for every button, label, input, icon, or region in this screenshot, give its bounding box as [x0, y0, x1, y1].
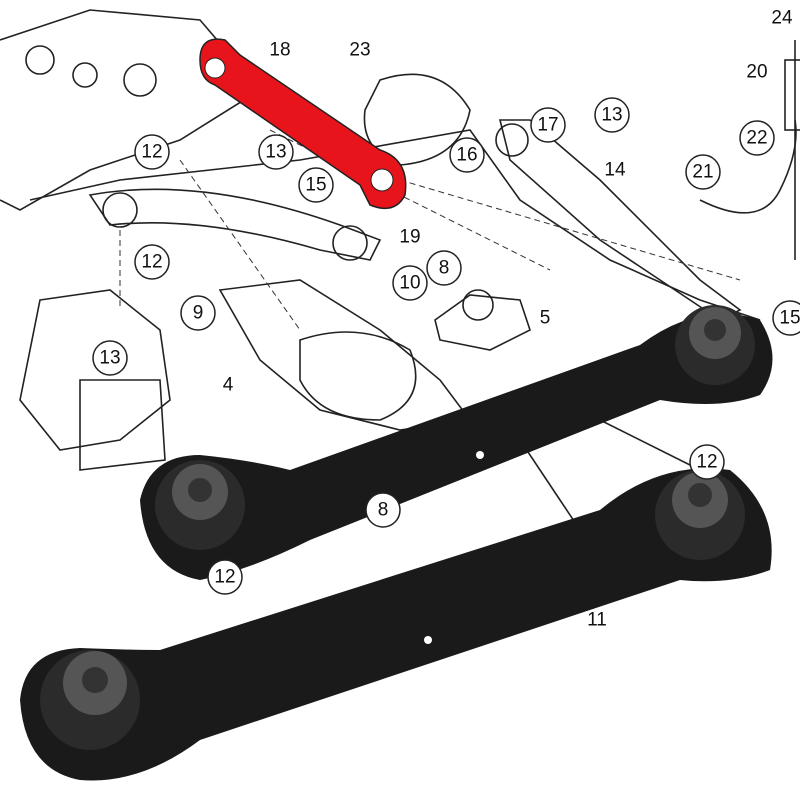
callout-15: 15	[772, 300, 800, 336]
highlighted-control-arm	[199, 38, 407, 210]
control-arm-photo-upper	[140, 305, 773, 580]
callout-15: 15	[298, 167, 334, 203]
callout-4: 4	[223, 375, 234, 396]
callout-24: 24	[771, 8, 793, 29]
callout-number: 13	[99, 348, 120, 369]
callout-number: 21	[692, 162, 713, 183]
callout-number: 12	[141, 252, 162, 273]
callout-circle	[739, 120, 775, 156]
callout-number: 22	[746, 128, 767, 149]
callout-circle	[392, 265, 428, 301]
callout-number: 9	[193, 303, 204, 324]
callout-number: 8	[439, 258, 450, 279]
callout-number: 4	[223, 375, 234, 396]
callout-19: 19	[399, 227, 420, 248]
callout-number: 16	[456, 145, 477, 166]
callout-5: 5	[540, 308, 551, 329]
callout-number: 10	[399, 273, 420, 294]
callout-21: 21	[685, 154, 721, 190]
callout-17: 17	[530, 107, 566, 143]
callout-14: 14	[604, 160, 626, 181]
callout-circle	[298, 167, 334, 203]
callout-12: 12	[134, 134, 170, 170]
callout-23: 23	[349, 40, 370, 61]
callout-number: 13	[601, 105, 622, 126]
callout-number: 11	[587, 610, 607, 631]
callout-number: 15	[305, 175, 326, 196]
callout-13: 13	[594, 97, 630, 133]
callout-number: 23	[349, 40, 370, 61]
callout-18: 18	[269, 40, 290, 61]
part-callouts: 24 20 22 21 18 23 17 13 16 14 12 13 15 19 12 10 8 9 5 15 13 4…	[92, 8, 800, 631]
callout-8: 8	[426, 250, 462, 286]
callout-number: 14	[604, 160, 626, 181]
callout-circle	[207, 559, 243, 595]
callout-circle	[449, 137, 485, 173]
callout-number: 13	[265, 142, 286, 163]
callout-number: 24	[771, 8, 793, 29]
callout-circle	[594, 97, 630, 133]
callout-number: 20	[746, 62, 767, 83]
callout-11: 11	[587, 610, 607, 631]
callout-circle	[426, 250, 462, 286]
callout-circle	[685, 154, 721, 190]
callout-22: 22	[739, 120, 775, 156]
callout-circle	[530, 107, 566, 143]
callout-number: 8	[378, 500, 389, 521]
callout-number: 12	[214, 567, 235, 588]
callout-12: 12	[134, 244, 170, 280]
callout-circle	[134, 244, 170, 280]
control-arm-photo-lower	[20, 468, 772, 781]
callout-20: 20	[746, 62, 767, 83]
callout-number: 12	[696, 452, 717, 473]
callout-number: 15	[779, 308, 800, 329]
callout-9: 9	[180, 295, 216, 331]
callout-8: 8	[365, 492, 401, 528]
callout-circle	[180, 295, 216, 331]
callout-13: 13	[258, 134, 294, 170]
callout-16: 16	[449, 137, 485, 173]
callout-13: 13	[92, 340, 128, 376]
callout-circle	[689, 444, 725, 480]
callout-12: 12	[207, 559, 243, 595]
callout-number: 19	[399, 227, 420, 248]
callout-number: 12	[141, 142, 162, 163]
callout-circle	[92, 340, 128, 376]
callout-number: 17	[537, 115, 558, 136]
callout-circle	[365, 492, 401, 528]
callout-10: 10	[392, 265, 428, 301]
callout-circle	[258, 134, 294, 170]
callout-circle	[134, 134, 170, 170]
callout-12: 12	[689, 444, 725, 480]
callout-number: 5	[540, 308, 551, 329]
callout-number: 18	[269, 40, 290, 61]
callout-circle	[772, 300, 800, 336]
